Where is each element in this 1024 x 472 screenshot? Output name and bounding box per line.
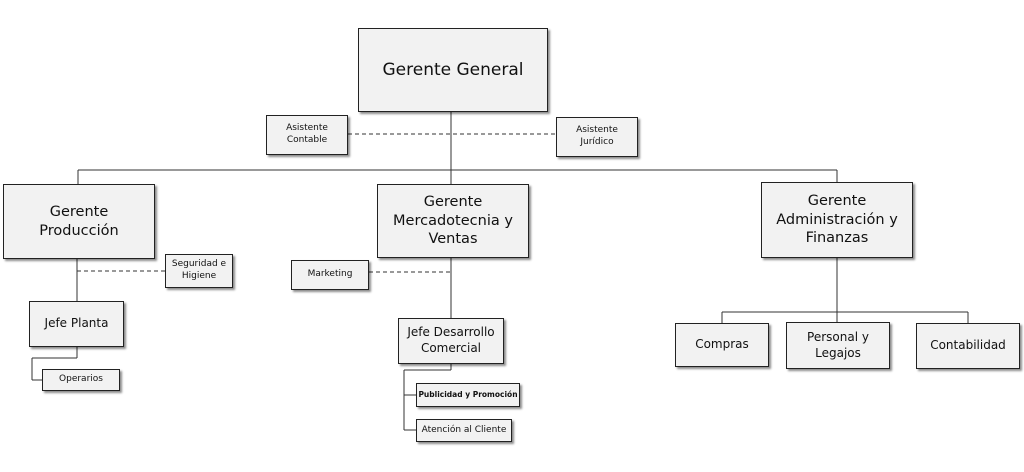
node-label: Atención al Cliente xyxy=(421,424,507,435)
node-asistente-contable: Asistente Contable xyxy=(266,115,348,155)
node-label: Gerente General xyxy=(382,59,524,80)
node-gerente-general: Gerente General xyxy=(358,28,548,112)
node-label: Gerente Administración y Finanzas xyxy=(776,192,898,247)
node-label: Seguridad e Higiene xyxy=(171,259,227,281)
node-operarios: Operarios xyxy=(42,369,120,391)
node-publicidad-promocion: Publicidad y Promoción xyxy=(416,383,520,407)
node-gerente-administracion: Gerente Administración y Finanzas xyxy=(761,182,913,258)
node-label: Marketing xyxy=(307,269,353,280)
node-personal-legajos: Personal y Legajos xyxy=(786,322,890,369)
node-gerente-produccion: Gerente Producción xyxy=(3,184,155,259)
node-seguridad-higiene: Seguridad e Higiene xyxy=(165,254,233,288)
node-gerente-mercadotecnia: Gerente Mercadotecnia y Ventas xyxy=(377,184,529,258)
node-label: Jefe Planta xyxy=(44,316,109,331)
node-label: Compras xyxy=(695,337,749,352)
node-label: Publicidad y Promoción xyxy=(418,390,518,400)
node-contabilidad: Contabilidad xyxy=(916,323,1020,369)
node-marketing: Marketing xyxy=(291,260,369,290)
node-label: Personal y Legajos xyxy=(807,329,869,360)
node-asistente-juridico: Asistente Jurídico xyxy=(556,117,638,157)
node-label: Asistente Contable xyxy=(286,123,328,145)
node-compras: Compras xyxy=(675,323,769,367)
node-label: Operarios xyxy=(59,374,103,385)
node-label: Asistente Jurídico xyxy=(576,125,618,147)
node-label: Jefe Desarrollo Comercial xyxy=(407,325,495,355)
node-jefe-desarrollo: Jefe Desarrollo Comercial xyxy=(398,318,504,364)
node-label: Contabilidad xyxy=(930,338,1006,353)
node-label: Gerente Mercadotecnia y Ventas xyxy=(393,193,513,248)
node-jefe-planta: Jefe Planta xyxy=(29,301,124,347)
node-label: Gerente Producción xyxy=(39,203,119,239)
node-atencion-cliente: Atención al Cliente xyxy=(416,419,512,442)
